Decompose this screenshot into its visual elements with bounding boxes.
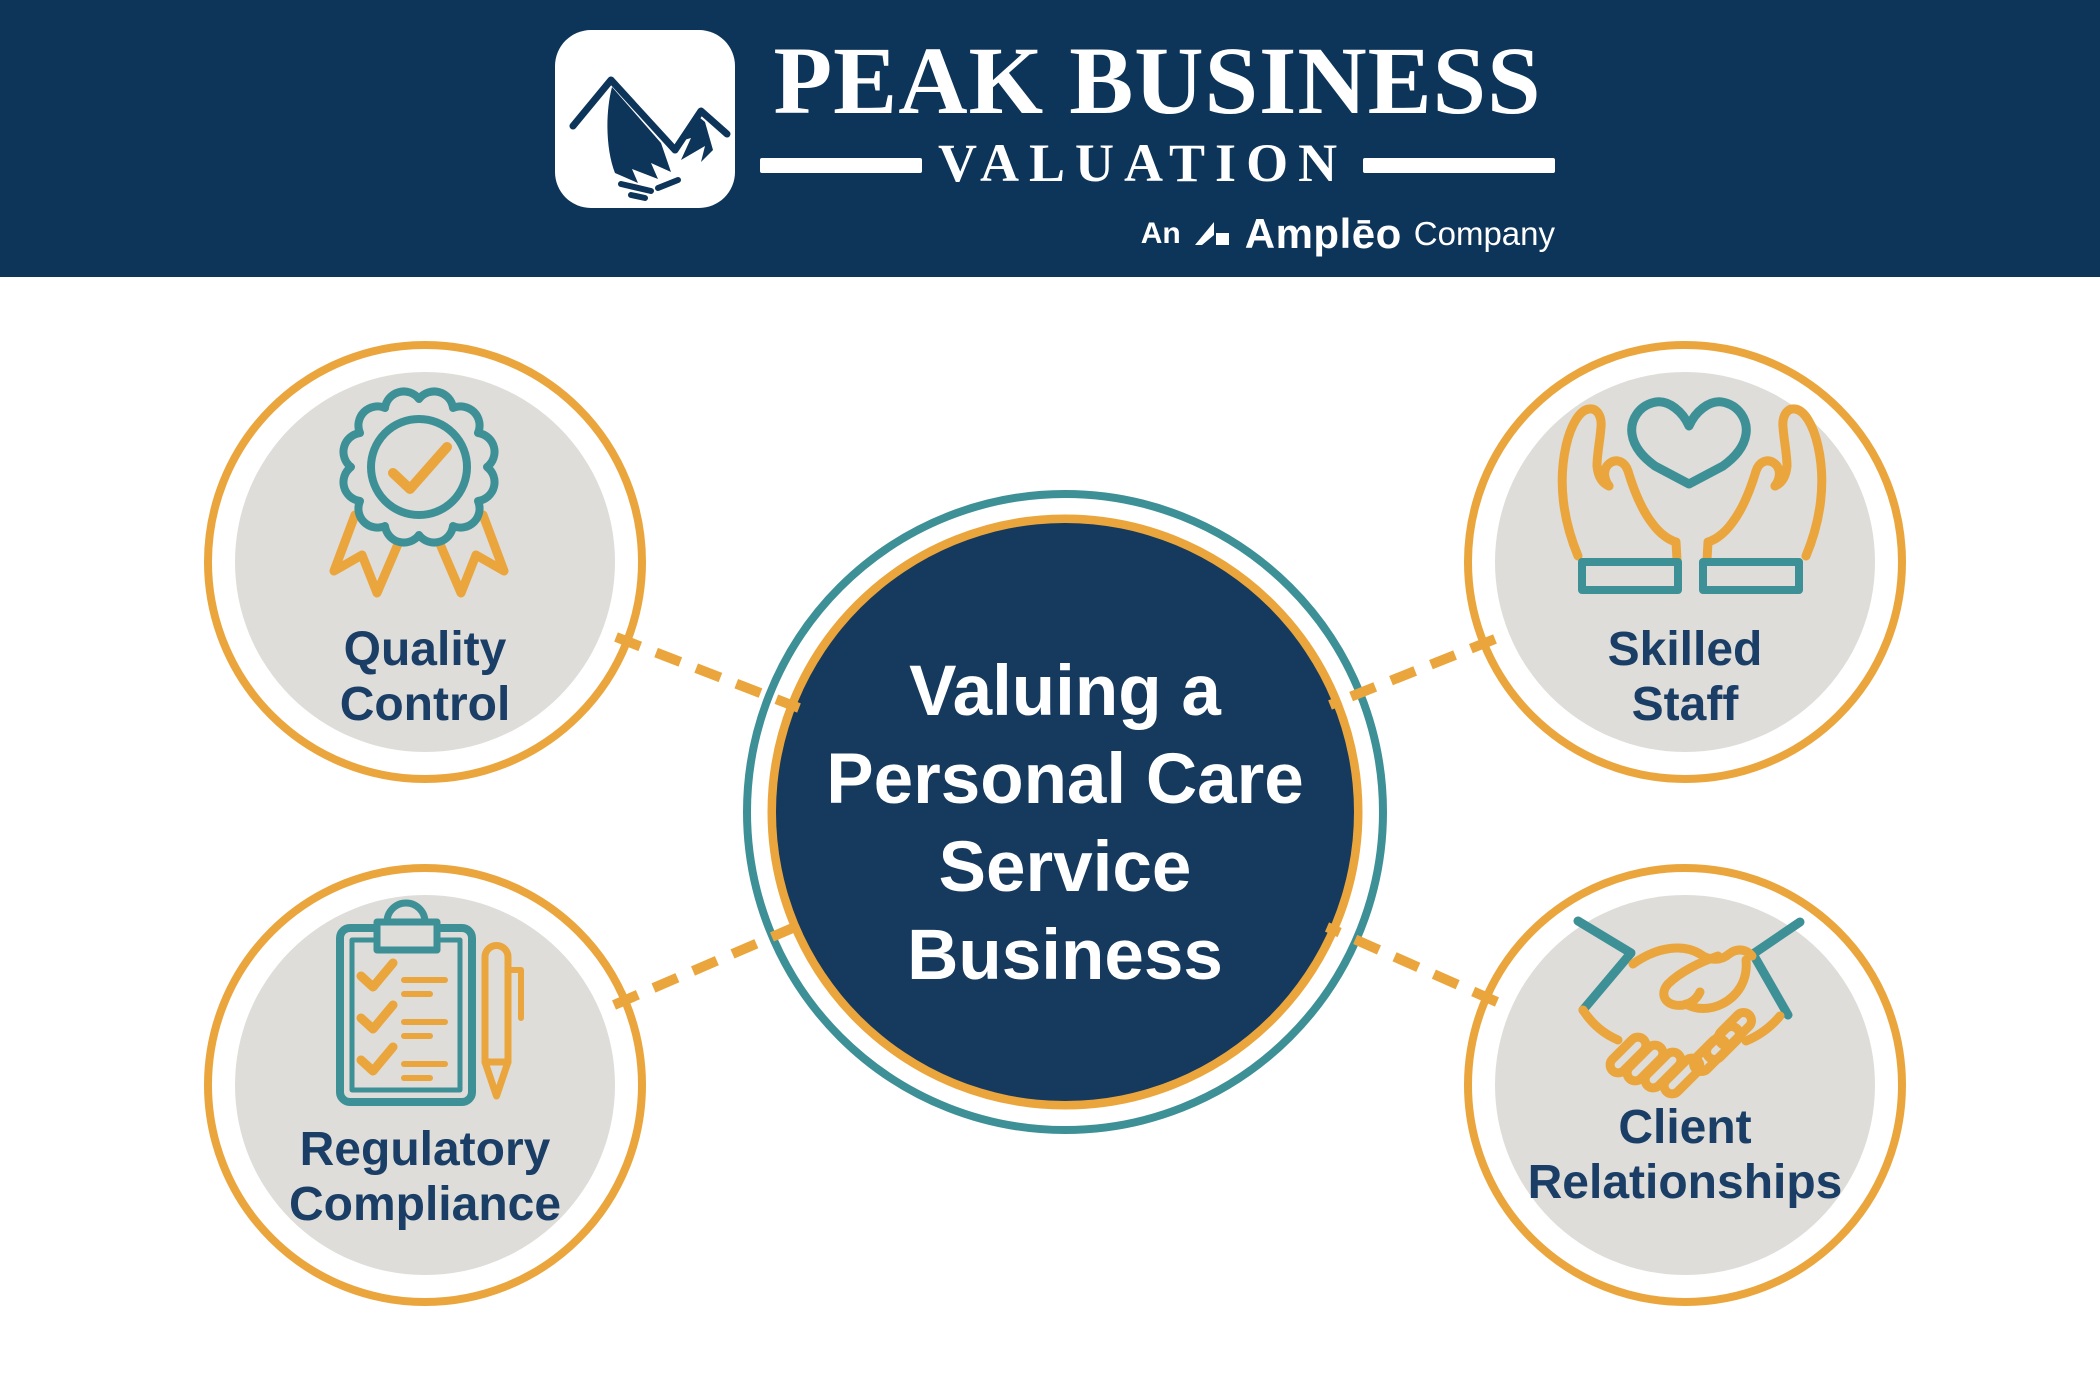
label-line: Client [1618, 1101, 1752, 1154]
label-line: Relationships [1527, 1156, 1843, 1209]
checklist-lines [401, 977, 448, 1081]
award-ribbon-icon [329, 387, 509, 598]
label-regulatory-compliance: Regulatory Compliance [245, 1122, 605, 1232]
label-skilled-staff: Skilled Staff [1525, 622, 1845, 732]
center-circle [743, 490, 1387, 1134]
mountain-peaks-icon [569, 76, 731, 201]
connector-quality-control [614, 632, 801, 713]
brand-name: PEAK BUSINESS [773, 27, 1542, 134]
pen [481, 942, 524, 1100]
center-title-line: Business [907, 916, 1223, 995]
center-title-line: Valuing a [909, 652, 1221, 731]
ampleo-logo-icon [1194, 222, 1229, 245]
label-line: Staff [1631, 678, 1739, 731]
affiliation-prefix: An [1140, 217, 1181, 250]
handshake-icon [1573, 916, 1805, 1099]
right-hand [1702, 404, 1827, 565]
connector-regulatory-compliance [612, 919, 804, 1010]
right-rule [1363, 157, 1555, 173]
affiliation-suffix: Company [1413, 215, 1555, 252]
label-line: Control [339, 678, 511, 731]
connector-client-relationships [1324, 922, 1500, 1007]
label-client-relationships: Client Relationships [1495, 1100, 1875, 1210]
affiliation-row: An Amplēo Company [760, 210, 1555, 258]
label-line: Regulatory [299, 1123, 551, 1176]
brand-subtitle: VALUATION [938, 133, 1348, 193]
header-banner: PEAK BUSINESS VALUATION An Amplēo Compan… [0, 0, 2100, 277]
label-line: Quality [343, 623, 507, 676]
dashed-connectors [612, 632, 1500, 1010]
clasped-hands [1578, 943, 1785, 1099]
center-title-line: Personal Care [826, 740, 1304, 819]
hands-holding-heart-icon [1557, 397, 1827, 594]
clipboard-checklist-icon [336, 899, 524, 1106]
logo-mark [555, 30, 735, 208]
left-hand [1557, 404, 1682, 565]
affiliation-brand: Amplēo [1244, 210, 1402, 257]
label-quality-control: Quality Control [265, 622, 585, 732]
node-circle-quality-control [204, 341, 646, 783]
label-line: Skilled [1607, 623, 1763, 676]
left-rule [760, 157, 922, 173]
center-title: Valuing a Personal Care Service Business [765, 648, 1365, 1000]
connector-skilled-staff [1328, 634, 1497, 710]
checklist-checks [356, 958, 398, 1076]
label-line: Compliance [288, 1178, 562, 1231]
center-title-line: Service [938, 828, 1192, 907]
brand-subtitle-row: VALUATION [760, 133, 1555, 196]
brand-block: PEAK BUSINESS VALUATION An Amplēo Compan… [760, 30, 1555, 258]
